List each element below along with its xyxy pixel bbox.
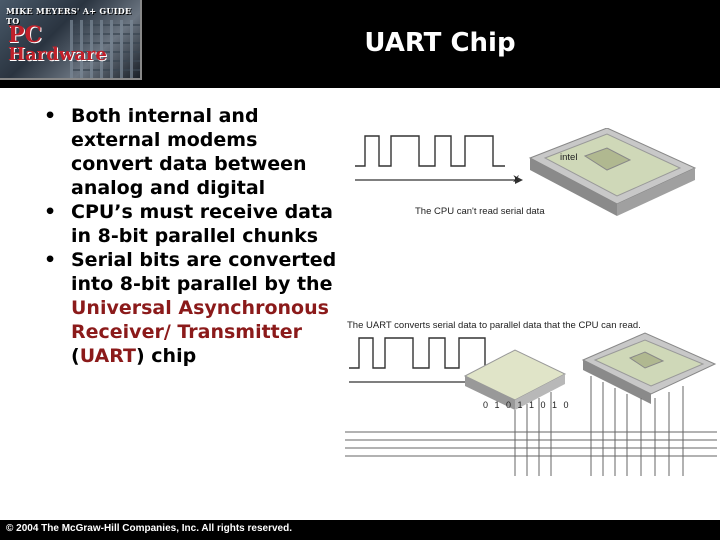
circuit-board-image — [70, 20, 140, 78]
slide-body: •Both internal and external modems conve… — [0, 88, 720, 520]
footer: © 2004 The McGraw-Hill Companies, Inc. A… — [0, 520, 720, 540]
uart-chip — [463, 349, 567, 410]
logo-pc: PC — [8, 22, 43, 48]
bit-sequence: 0 1 0 1 1 0 1 0 — [483, 400, 571, 410]
bullet-text: CPU’s must receive data in 8-bit paralle… — [71, 201, 333, 247]
serial-waveform-top — [355, 135, 523, 184]
bullet-item: •Both internal and external modems conve… — [44, 105, 307, 199]
logo-tagline: MIKE MEYERS' A+ GUIDE TO — [6, 6, 132, 26]
bullet-text: ( — [71, 345, 80, 367]
bullet-highlight: Universal Asynchronous Receiver/ Transmi… — [71, 297, 329, 343]
x-mark: X — [513, 174, 520, 185]
serial-waveform-bottom — [349, 337, 486, 386]
logo-hardware: Hardware — [8, 44, 107, 65]
chip-brand: intel — [560, 152, 577, 163]
bullet-text: Serial bits are converted into 8-bit par… — [71, 249, 337, 295]
uart-diagram: X intel The CPU can't read serial data T… — [345, 128, 717, 476]
cpu-chip-top: intel — [528, 128, 697, 216]
bullet-item: •Serial bits are converted into 8-bit pa… — [44, 249, 337, 367]
bullet-abbr: UART — [79, 345, 136, 367]
cpu-chip-bottom — [581, 332, 717, 404]
bullet-text: Both internal and external modems conver… — [71, 105, 307, 199]
bullet-item: •CPU’s must receive data in 8-bit parall… — [44, 201, 333, 247]
bullet-text: ) chip — [135, 345, 197, 367]
copyright-text: © 2004 The McGraw-Hill Companies, Inc. A… — [6, 523, 292, 534]
slide-title: UART Chip — [364, 28, 516, 58]
bullet-list: •Both internal and external modems conve… — [40, 104, 340, 368]
top-caption: The CPU can't read serial data — [415, 206, 545, 217]
book-logo: MIKE MEYERS' A+ GUIDE TO PC Hardware — [0, 0, 142, 80]
bottom-caption: The UART converts serial data to paralle… — [347, 320, 641, 331]
parallel-bus — [345, 376, 717, 476]
